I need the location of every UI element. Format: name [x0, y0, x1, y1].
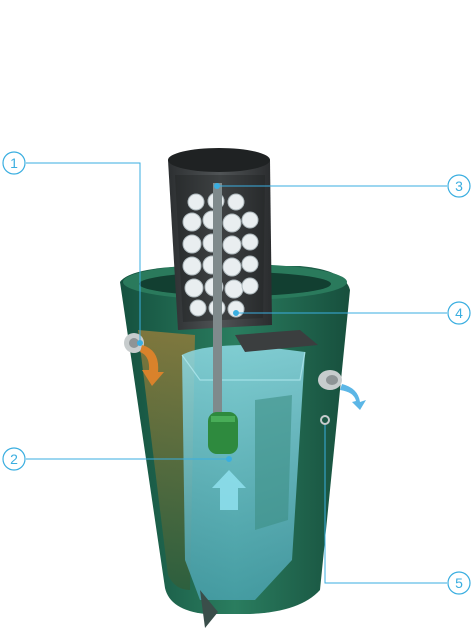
- sludge-outlet: [200, 590, 218, 628]
- inlet-pipe: [124, 333, 164, 386]
- callout-4: 4: [447, 301, 471, 325]
- pump: [208, 412, 238, 454]
- chamber-lid: [235, 330, 318, 352]
- callout-3: 3: [447, 174, 471, 198]
- center-pipe: [213, 183, 222, 423]
- callout-line-5: [324, 425, 447, 584]
- inlet-chamber: [138, 330, 195, 590]
- svg-text:1: 1: [10, 155, 18, 171]
- outlet-flow-arrow: [340, 384, 366, 410]
- callout-5: 5: [447, 571, 471, 595]
- callout-1: 1: [2, 151, 26, 175]
- callout-lines: [26, 162, 447, 584]
- callout-2: 2: [2, 447, 26, 471]
- callout-line-1: [26, 162, 141, 343]
- outlet-pipe: [318, 370, 366, 425]
- svg-text:5: 5: [455, 575, 463, 591]
- svg-text:2: 2: [10, 451, 18, 467]
- inlet-flow-arrow: [140, 345, 164, 386]
- upflow-arrow: [212, 470, 246, 510]
- svg-text:3: 3: [455, 178, 463, 194]
- svg-text:4: 4: [455, 305, 463, 321]
- water-chamber: [181, 345, 306, 600]
